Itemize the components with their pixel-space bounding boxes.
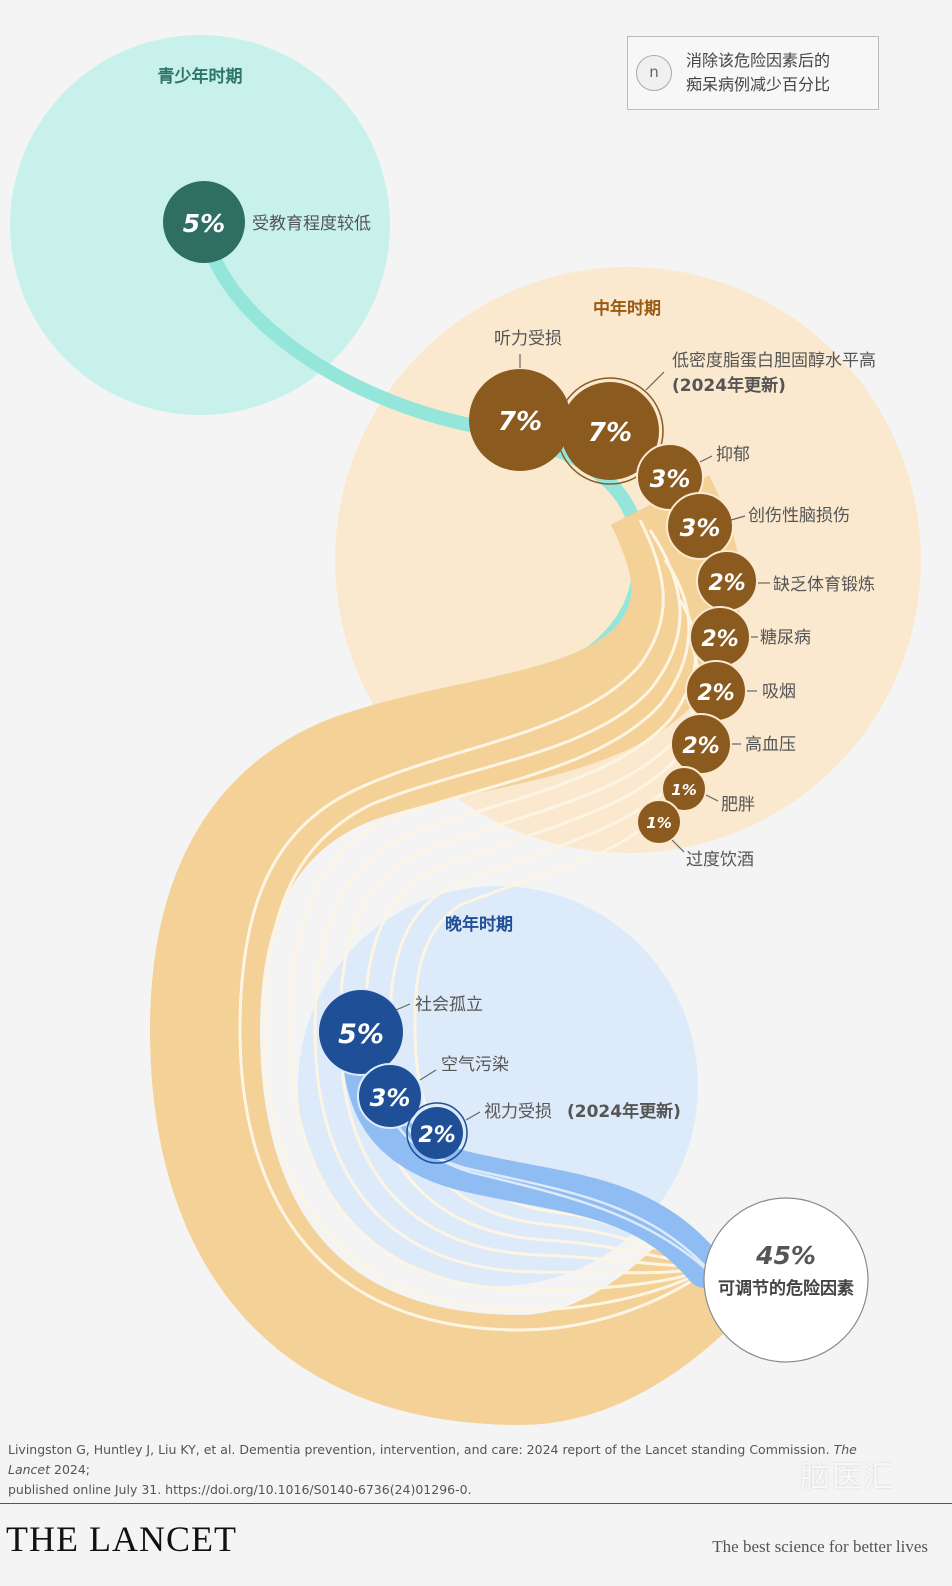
factor-label: 听力受损 (494, 329, 562, 349)
factor-node-air-pollution: 3% 空气污染 (357, 1055, 509, 1129)
footer-divider (0, 1503, 952, 1504)
factor-note: (2024年更新) (672, 375, 786, 396)
factor-label: 视力受损 (484, 1102, 552, 1122)
citation-text: Livingston G, Huntley J, Liu KY, et al. … (8, 1442, 834, 1457)
factor-label: 空气污染 (441, 1055, 509, 1075)
lancet-logo: THE LANCET (6, 1519, 237, 1559)
factor-node-education: 5% 受教育程度较低 (163, 181, 371, 263)
factor-node-isolation: 5% 社会孤立 (317, 988, 483, 1076)
total-value: 45% (755, 1241, 816, 1270)
factor-label: 抑郁 (716, 445, 750, 465)
factor-label: 受教育程度较低 (252, 214, 371, 234)
factor-label: 低密度脂蛋白胆固醇水平高 (672, 351, 876, 371)
mid-title: 中年时期 (593, 298, 661, 319)
factor-label: 社会孤立 (415, 995, 483, 1015)
early-title: 青少年时期 (158, 66, 243, 87)
factor-value: 3% (370, 1084, 411, 1112)
factor-label: 糖尿病 (760, 628, 811, 648)
factor-node-ldl: 7% 低密度脂蛋白胆固醇水平高 (2024年更新) (556, 351, 876, 485)
midlife-band (149, 475, 744, 1426)
factor-node-tbi: 3% 创伤性脑损伤 (666, 492, 850, 560)
watermark: 脑医汇 (800, 1460, 896, 1495)
legend-line1: 消除该危险因素后的 (686, 51, 831, 70)
factor-node-obesity: 1% 肥胖 (661, 766, 755, 815)
factor-node-inactivity: 2% 缺乏体育锻炼 (696, 550, 875, 612)
factor-value: 2% (708, 571, 745, 596)
factor-label: 吸烟 (762, 682, 796, 702)
factor-node-vision: 2% 视力受损 (2024年更新) (406, 1101, 681, 1164)
factor-value: 2% (418, 1123, 455, 1148)
factor-label: 过度饮酒 (686, 850, 754, 870)
legend-line2: 痴呆病例减少百分比 (686, 75, 831, 94)
factor-node-smoking: 2% 吸烟 (685, 660, 796, 722)
citation: Livingston G, Huntley J, Liu KY, et al. … (8, 1440, 888, 1500)
factor-node-hypertension: 2% 高血压 (670, 713, 796, 775)
factor-value: 1% (646, 814, 671, 832)
factor-node-hearing: 7% 听力受损 (469, 329, 571, 471)
total-label: 可调节的危险因素 (718, 1278, 854, 1299)
tagline: The best science for better lives (712, 1537, 928, 1556)
factor-value: 3% (680, 514, 721, 542)
factor-value: 2% (701, 627, 738, 652)
factor-value: 5% (338, 1019, 384, 1050)
factor-note: (2024年更新) (567, 1101, 681, 1122)
factor-label: 缺乏体育锻炼 (773, 575, 875, 595)
factor-node-alcohol: 1% 过度饮酒 (636, 799, 754, 870)
legend-symbol: n (636, 55, 672, 91)
factor-label: 高血压 (745, 735, 796, 755)
factor-label: 创伤性脑损伤 (748, 506, 850, 526)
factor-value: 7% (588, 418, 632, 448)
factor-node-diabetes: 2% 糖尿病 (689, 606, 811, 668)
factor-value: 7% (498, 407, 542, 437)
legend: n 消除该危险因素后的 痴呆病例减少百分比 (627, 36, 879, 110)
factor-value: 3% (650, 465, 691, 493)
citation-line2: published online July 31. https://doi.or… (8, 1482, 472, 1497)
legend-text: 消除该危险因素后的 痴呆病例减少百分比 (686, 49, 830, 97)
factor-value: 2% (697, 681, 734, 706)
citation-year: 2024; (50, 1462, 91, 1477)
factor-label: 肥胖 (721, 795, 755, 815)
factor-value: 1% (671, 781, 696, 799)
citation-journal: The Lancet (8, 1442, 857, 1477)
late-title: 晚年时期 (445, 914, 513, 935)
total-circle: 45% 可调节的危险因素 (703, 1197, 869, 1363)
factor-value: 2% (682, 734, 719, 759)
risk-factor-diagram: 青少年时期 中年时期 晚年时期 5% 受教育程度较低 7% 听力受损 7% 低密… (10, 35, 921, 1426)
factor-value: 5% (183, 209, 225, 238)
